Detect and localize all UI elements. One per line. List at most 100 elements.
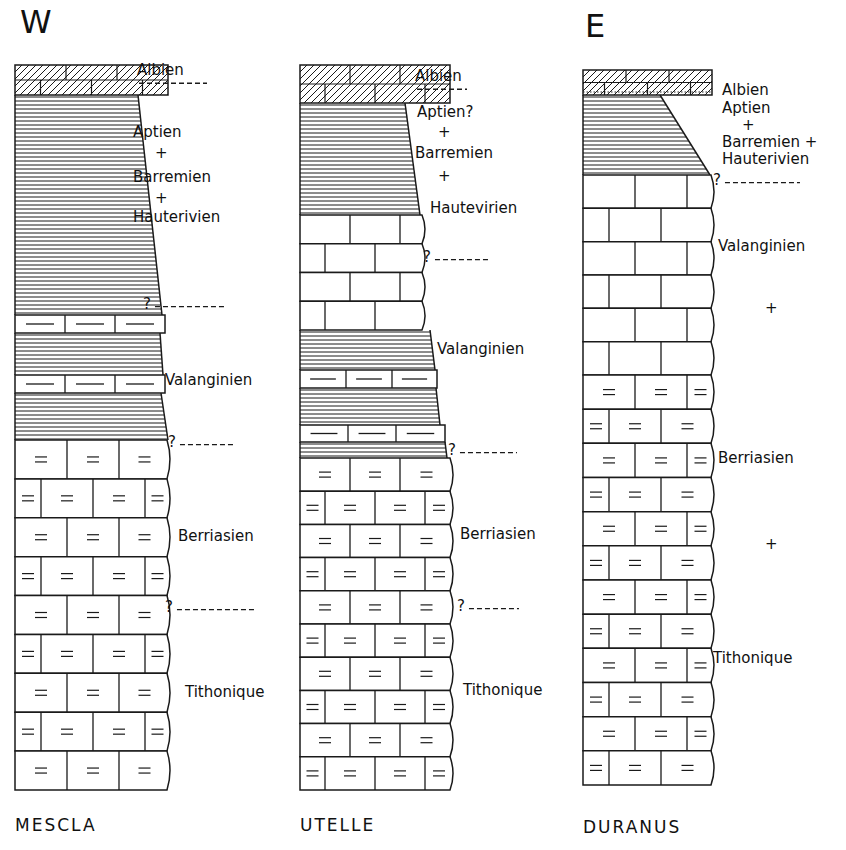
marl-symbol [695,531,707,532]
bed-row [15,712,170,751]
bed-joint [686,308,687,341]
bed-row [300,301,425,330]
bed-joint [608,275,609,308]
bed-joint [349,215,350,244]
marl-symbol [22,734,34,735]
bed-joint [66,596,67,635]
shale-line [300,149,411,150]
shale-line [300,129,408,130]
marl-symbol [682,633,694,634]
marl-dash [402,378,427,379]
boundary-query: ? [457,598,465,615]
shale-line [300,340,431,341]
marl-symbol [35,617,47,618]
marl-symbol [35,695,47,696]
marl-dash [311,433,338,434]
column-name: DURANUS [583,818,681,838]
shale-line [300,169,414,170]
shale-line [15,339,160,340]
bed-joint [144,634,145,673]
shale-pattern [300,388,440,425]
limestone-pattern [583,175,714,375]
shale-line [583,125,679,126]
marl-symbol [394,704,406,705]
shale-line [300,414,439,415]
marl-symbol [603,394,615,395]
marl-symbol [603,389,615,390]
marl-symbol [22,500,34,501]
shale-line [300,364,434,365]
marl-bed [300,370,437,388]
shale-line [300,422,440,423]
shale-line [583,121,676,122]
bed-joint [399,524,400,557]
marl-dash [26,323,54,324]
marl-symbol [695,594,707,595]
shale-line [583,153,696,154]
bed-joint [686,580,687,614]
stage-name: Albien [137,62,184,79]
bed-joint [608,546,609,580]
marl-symbol [603,736,615,737]
shale-line [583,133,684,134]
shale-line [15,197,149,198]
shale-line [583,109,669,110]
shale-line [15,225,152,226]
marl-symbol [152,495,164,496]
marl-symbol [139,617,151,618]
stage-name: Tithonique [713,650,792,667]
bed-joint [608,614,609,648]
bed-row [583,409,714,443]
boundary-query: ? [165,599,173,616]
bed-joint [686,242,687,275]
stage-name: Hautevirien [430,200,517,217]
marl-symbol [87,539,99,540]
shale-pattern [15,393,168,440]
bed-row [300,370,437,388]
marl-symbol [319,604,331,605]
plus-sign: + [155,190,168,207]
bed-joint [634,308,635,341]
marl-symbol [629,765,641,766]
bed-joint [608,683,609,717]
marl-symbol [369,676,381,677]
shale-line [15,273,157,274]
boundary-dash [435,259,491,260]
bed-joint [424,624,425,657]
shale-line [15,173,147,174]
bed-joint [634,717,635,751]
marl-symbol [344,571,356,572]
marl-symbol [61,573,73,574]
bed-joint [686,443,687,477]
bed-joint [686,717,687,751]
marl-symbol [603,731,615,732]
bed-joint [142,80,143,95]
marl-symbol [433,505,445,506]
marl-dash [76,323,104,324]
marl-symbol [603,462,615,463]
marl-symbol [695,667,707,668]
shale-line [300,410,438,411]
bed-joint [92,479,93,518]
bed-row [300,624,453,657]
bed-joint [660,342,661,375]
shale-line [15,435,167,436]
bed-row [583,242,714,275]
bed-joint [40,712,41,751]
shale-line [15,161,145,162]
marl-symbol [590,696,602,697]
marl-symbol [433,637,445,638]
bed-joint [424,757,425,790]
shale-line [15,101,139,102]
shale-line [15,253,155,254]
marl-symbol [655,667,667,668]
marl-symbol [307,505,319,506]
stage-name: Albien [415,68,462,85]
bed-joint [424,491,425,524]
shale-line [300,390,436,391]
marl-symbol [394,510,406,511]
marl-symbol [319,472,331,473]
bed-joint [374,491,375,524]
shale-line [15,371,163,372]
